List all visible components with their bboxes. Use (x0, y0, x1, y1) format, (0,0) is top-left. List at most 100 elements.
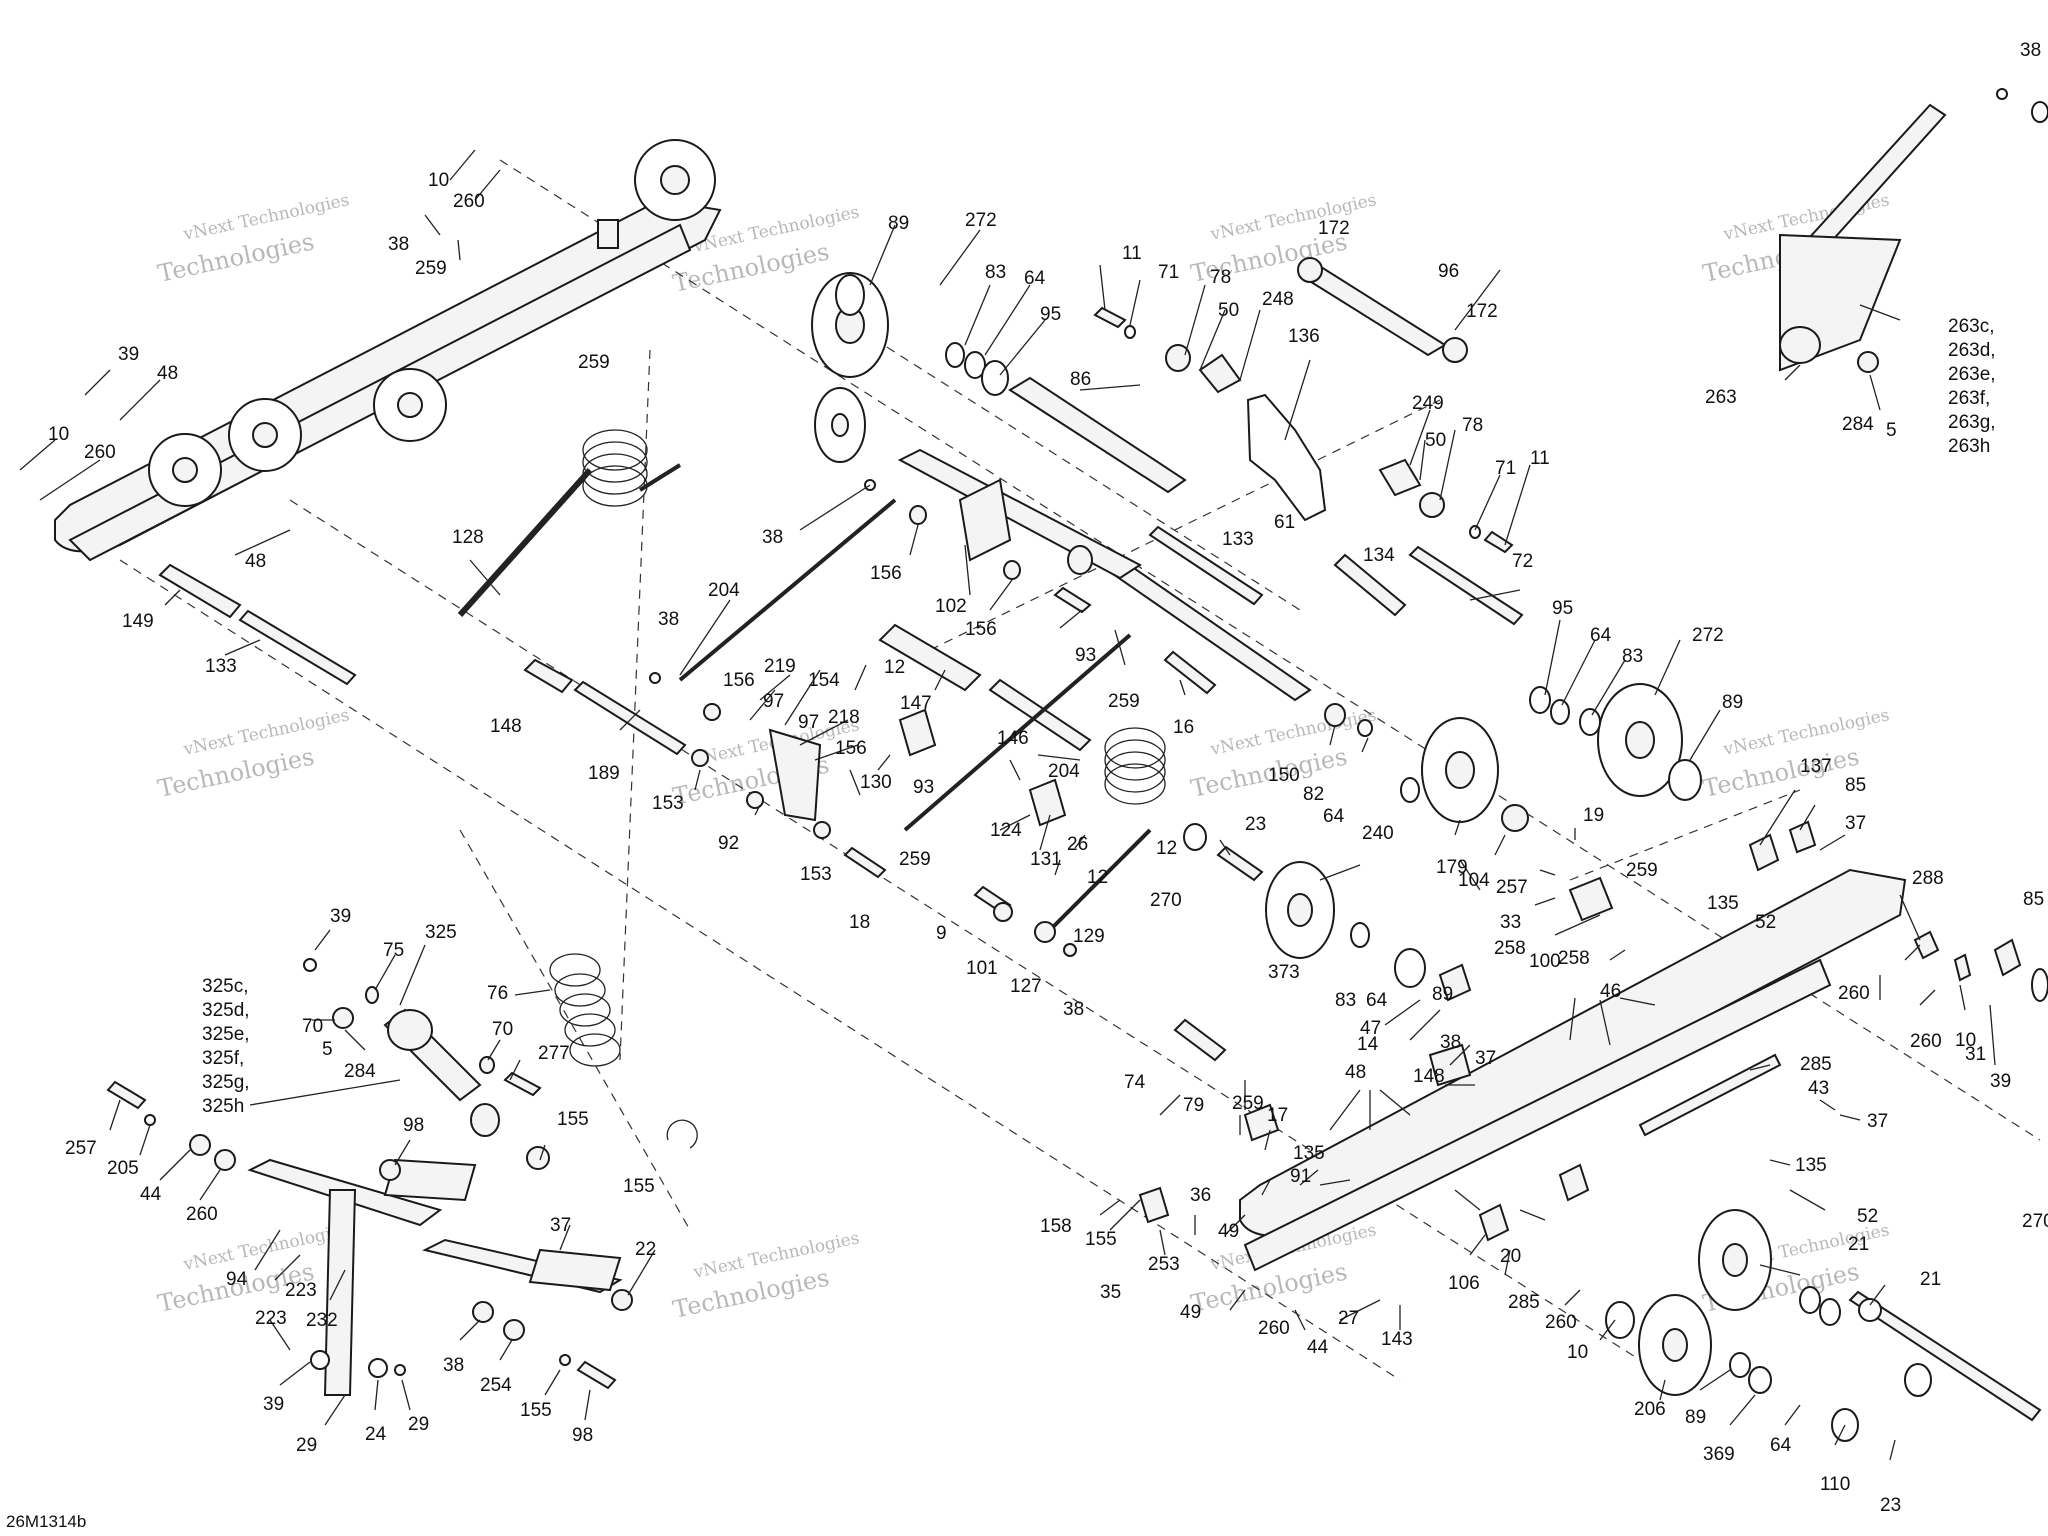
part-label: 83 (1622, 646, 1643, 667)
part-label: 146 (997, 728, 1029, 749)
leader-line (1449, 1044, 1471, 1066)
leader-line (1184, 284, 1206, 356)
part-label: 37 (1475, 1048, 1496, 1069)
part-label: 263 (1705, 387, 1737, 408)
circlip-82 (1357, 719, 1373, 737)
leader-line (1299, 1169, 1319, 1186)
leader-line (877, 754, 891, 771)
leader-line (1329, 724, 1336, 746)
part-label: 100 (1529, 951, 1561, 972)
leader-line (1454, 1189, 1481, 1211)
wheel-edge (2031, 968, 2048, 1002)
part-label: 260 (1258, 1318, 1290, 1339)
part-label: 150 (1268, 765, 1300, 786)
leader-line (1544, 619, 1561, 696)
part-label: 259 (415, 258, 447, 279)
leader-line (1109, 1199, 1141, 1231)
leader-line (999, 319, 1046, 376)
leader-line (1459, 859, 1481, 891)
leader-line (1009, 759, 1021, 781)
leader-line (1784, 1404, 1801, 1426)
part-label: 131 (1030, 849, 1062, 870)
part-label: 44 (1307, 1337, 1329, 1358)
leader-line (1179, 679, 1186, 696)
bracket-154 (768, 728, 822, 822)
part-label: 48 (1345, 1062, 1366, 1083)
part-label: 64 (1323, 806, 1345, 827)
leader-line (1659, 1379, 1666, 1401)
leader-line (1419, 439, 1426, 481)
part-label: 39 (118, 344, 139, 365)
part-label: 52 (1857, 1206, 1878, 1227)
part-label: 43 (1808, 1078, 1829, 1099)
upper-mount-parts (1093, 257, 1514, 554)
bracket-137 (1748, 833, 1780, 872)
part-label: 373 (1268, 962, 1300, 983)
part-label: 89 (1432, 984, 1453, 1005)
idler-wheel-hub (1445, 751, 1475, 789)
leader-line (999, 814, 1031, 831)
part-label: 272 (1692, 625, 1724, 646)
part-label: 85 (1845, 775, 1866, 796)
block-277 (1953, 953, 1972, 982)
part-label: 5 (1886, 420, 1897, 441)
leader-line (449, 149, 476, 181)
pin-93 (1053, 586, 1092, 614)
part-label: 153 (652, 793, 684, 814)
leader-line (939, 229, 981, 286)
leader-line (1989, 1004, 1996, 1066)
assembly-axis (859, 329, 1301, 611)
leader-line (1261, 1179, 1271, 1196)
leader-line (964, 544, 971, 596)
shaft-96 (1298, 263, 1447, 357)
spacer (981, 360, 1009, 396)
shaft-149 (158, 563, 242, 619)
spring-coil (582, 465, 648, 507)
bearing (1400, 777, 1420, 803)
spring-coil (564, 1013, 616, 1047)
block-100 (1568, 876, 1614, 922)
bearing-block-249 (1378, 458, 1422, 497)
part-label: 26 (1067, 834, 1088, 855)
part-label: 263h (1948, 436, 1990, 457)
stopper-285 (1438, 963, 1472, 1002)
part-label: 89 (1685, 1407, 1706, 1428)
part-label: 172 (1466, 301, 1498, 322)
idler-wheel-hub (172, 457, 198, 483)
leader-line (469, 559, 501, 596)
spacer-92 (746, 791, 764, 809)
leader-line (1329, 1089, 1361, 1131)
leader-line (1819, 834, 1846, 851)
bushing (703, 703, 721, 721)
part-label: 154 (808, 670, 840, 691)
leader-line (1519, 1209, 1546, 1221)
cap (1904, 1363, 1932, 1397)
leader-line (424, 214, 441, 236)
part-label: 254 (480, 1375, 512, 1396)
part-label: 61 (1274, 512, 1295, 533)
bolt (1483, 530, 1514, 554)
leader-line (39, 459, 101, 501)
part-label: 38 (2020, 40, 2041, 61)
part-label: 204 (708, 580, 740, 601)
part-label: 204 (1048, 761, 1080, 782)
part-label: 325h (202, 1096, 244, 1117)
watermark-text: Technologies (155, 742, 316, 802)
part-label: 22 (635, 1239, 656, 1260)
leader-line (909, 524, 919, 556)
nut (144, 1114, 156, 1126)
bushing (332, 1007, 354, 1029)
bracket-136 (1246, 393, 1327, 522)
leader-line (487, 1039, 501, 1061)
part-label: 136 (1288, 326, 1320, 347)
leader-line (1059, 609, 1083, 629)
part-label: 86 (1070, 369, 1091, 390)
bushing-74 (526, 1146, 550, 1170)
part-label: 102 (935, 596, 967, 617)
leader-line (1294, 1309, 1306, 1331)
washer-270 (1183, 823, 1207, 851)
leader-line (109, 1099, 121, 1131)
leader-line (1284, 359, 1311, 441)
part-label: 52 (1755, 912, 1776, 933)
part-label: 260 (1545, 1312, 1577, 1333)
